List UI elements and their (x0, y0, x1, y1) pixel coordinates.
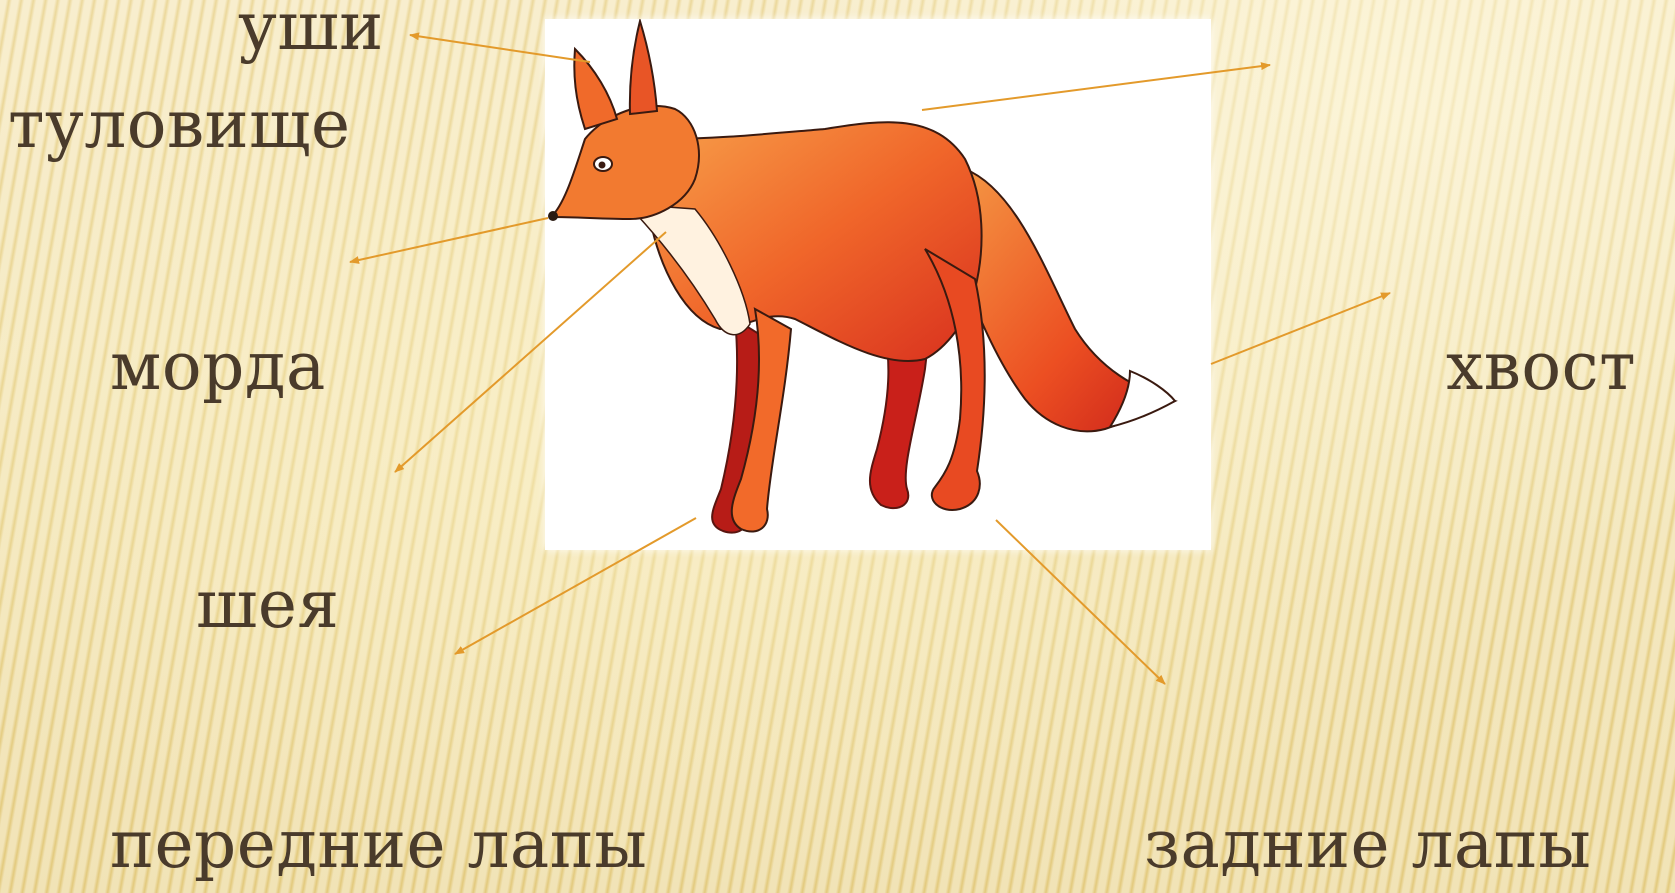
right-ear (630, 21, 657, 114)
label-muzzle: морда (110, 334, 326, 400)
head-shape (551, 106, 699, 219)
label-front-paws: передние лапы (110, 812, 647, 878)
fox-illustration (545, 19, 1211, 550)
label-ears: уши (238, 0, 384, 60)
nose (548, 211, 558, 221)
label-body: туловище (8, 92, 351, 158)
arrow-tail (1211, 293, 1390, 364)
label-neck: шея (196, 572, 340, 638)
arrow-muzzle (350, 218, 548, 262)
left-ear (574, 49, 617, 129)
label-tail: хвост (1446, 334, 1636, 400)
fox-drawing (545, 19, 1211, 550)
label-hind-paws: задние лапы (1144, 812, 1591, 878)
